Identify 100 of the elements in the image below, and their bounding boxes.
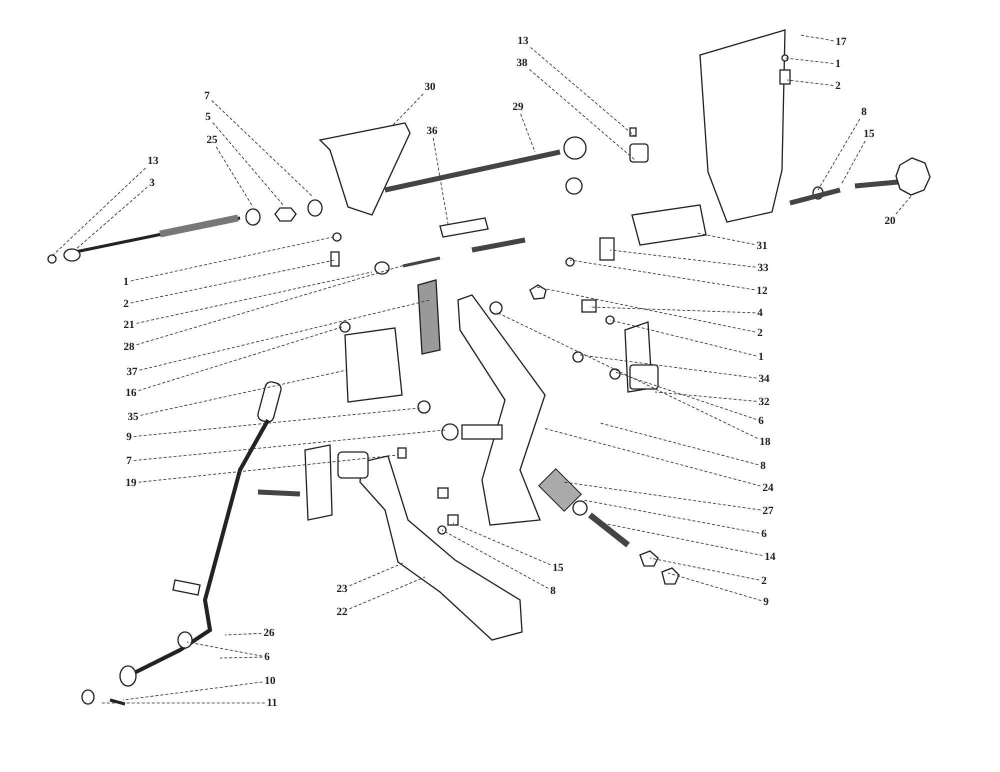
callout-number: 7 [126,455,132,467]
leader-line [138,326,342,392]
callout-number: 1 [835,58,841,70]
leader-line [136,272,372,324]
callout-number: 33 [758,262,768,274]
callout-number: 2 [761,575,767,587]
callout-number: 2 [123,298,129,310]
leader-line [130,260,336,304]
leader-line [610,250,756,268]
leader-line [216,146,254,208]
leader-line [614,372,757,420]
leader-line [212,122,284,206]
callout-number: 23 [336,583,348,595]
leader-line [668,572,762,601]
leader-line [520,114,536,152]
callout-number: 35 [128,411,138,423]
leader-line [52,168,146,256]
callout-number: 16 [126,387,136,399]
callout-number: 4 [757,307,763,319]
leader-line [896,194,912,214]
callout-number: 12 [756,285,768,297]
leader-line [610,320,757,356]
callout-number: 13 [148,155,158,167]
callout-number: 7 [204,90,210,102]
leader-line [100,702,266,704]
leader-line [530,46,638,138]
callout-number: 2 [835,80,841,92]
callout-number: 6 [264,651,270,663]
callout-number: 38 [516,57,528,69]
leader-line [496,312,758,439]
leader-line [133,430,446,461]
leader-line [570,260,755,290]
leader-line [138,454,398,483]
leader-line [349,576,426,610]
callout-number: 21 [124,319,134,331]
callout-number: 6 [761,528,767,540]
leader-line [186,642,263,656]
callout-number: 5 [205,111,211,123]
callout-number: 11 [266,697,278,709]
leader-line [654,392,757,402]
leader-line [582,500,760,534]
leader-line [211,100,314,198]
callout-number: 10 [264,675,276,687]
leader-line [140,370,348,416]
leader-line [696,232,755,245]
leader-line [786,80,834,86]
callout-number: 2 [757,327,763,339]
callout-number: 1 [758,351,764,363]
callout-number: 18 [760,436,770,448]
leader-line [224,632,262,636]
callout-number: 8 [861,106,867,118]
leader-line [784,58,834,64]
leader-line [432,138,448,224]
leader-line [580,354,757,378]
callout-number: 15 [864,128,874,140]
leader-line [133,408,420,437]
callout-number: 36 [426,125,438,137]
leader-line [452,522,551,566]
callout-number: 26 [264,627,274,639]
leader-line [529,69,636,160]
callout-number: 24 [762,482,774,494]
callout-number: 29 [512,101,524,113]
callout-number: 9 [763,596,769,608]
callout-number: 13 [518,35,528,47]
leader-line [600,422,759,466]
leader-line [818,118,860,190]
callout-number: 8 [760,460,766,472]
callout-number: 20 [884,215,896,227]
leader-line [590,306,756,314]
callout-number: 14 [764,551,776,563]
leader-line [74,186,148,250]
callout-number: 25 [206,134,218,146]
callout-number: 15 [552,562,564,574]
leader-line [220,656,263,658]
callout-number: 28 [124,341,134,353]
leader-line [442,530,549,589]
leader-line [800,34,834,42]
callout-number: 34 [758,373,770,385]
callout-number: 8 [550,585,556,597]
leader-line [130,236,334,282]
callout-number: 9 [126,431,132,443]
callout-number: 37 [126,366,138,378]
leader-line [122,682,263,700]
callout-number: 22 [336,606,348,618]
callout-number: 3 [149,177,155,189]
callout-number: 6 [758,415,764,427]
callout-number: 32 [758,396,770,408]
leader-line [650,558,760,580]
leader-line [596,522,763,556]
leader-line [349,562,404,586]
callout-number: 17 [836,36,846,48]
leader-line [136,264,406,346]
leader-line [536,286,756,332]
callout-number: 30 [424,81,436,93]
leader-line [562,482,761,510]
leader-line [842,140,866,184]
leader-line [542,428,761,486]
callout-number: 27 [762,505,774,517]
callout-number: 1 [123,276,129,288]
callout-number: 31 [756,240,768,252]
